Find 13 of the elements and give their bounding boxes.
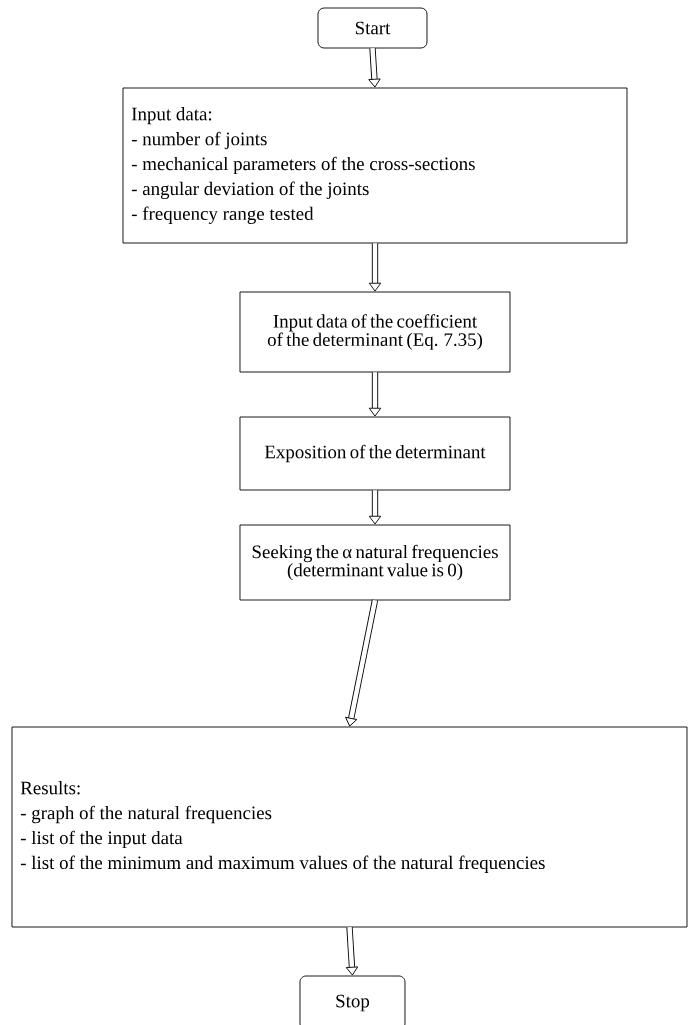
hollow-arrow — [345, 927, 359, 976]
terminal-box: Start — [317, 7, 428, 49]
process-box: Exposition of the determinant — [239, 416, 511, 491]
process-box: Input data of the coefficient of the determinant (Eq. 7.35) — [239, 291, 511, 373]
process-box: Seeking the α natural frequencies (determinant value is 0) — [239, 524, 511, 601]
input-output-box: Results: - graph of the natural frequencies - list of the input data - list of the minimum and maximum values of the natural frequencies — [11, 726, 688, 928]
hollow-arrow — [368, 48, 381, 88]
hollow-arrow — [368, 243, 382, 292]
terminal-box: Stop — [299, 975, 406, 1025]
hollow-arrow — [368, 490, 382, 525]
input-output-box: Input data: - number of joints - mechanical parameters of the cross-sections - angular deviation of the joints - frequency range tested — [122, 87, 628, 244]
hollow-arrow — [368, 372, 382, 417]
hollow-arrow — [345, 599, 379, 727]
